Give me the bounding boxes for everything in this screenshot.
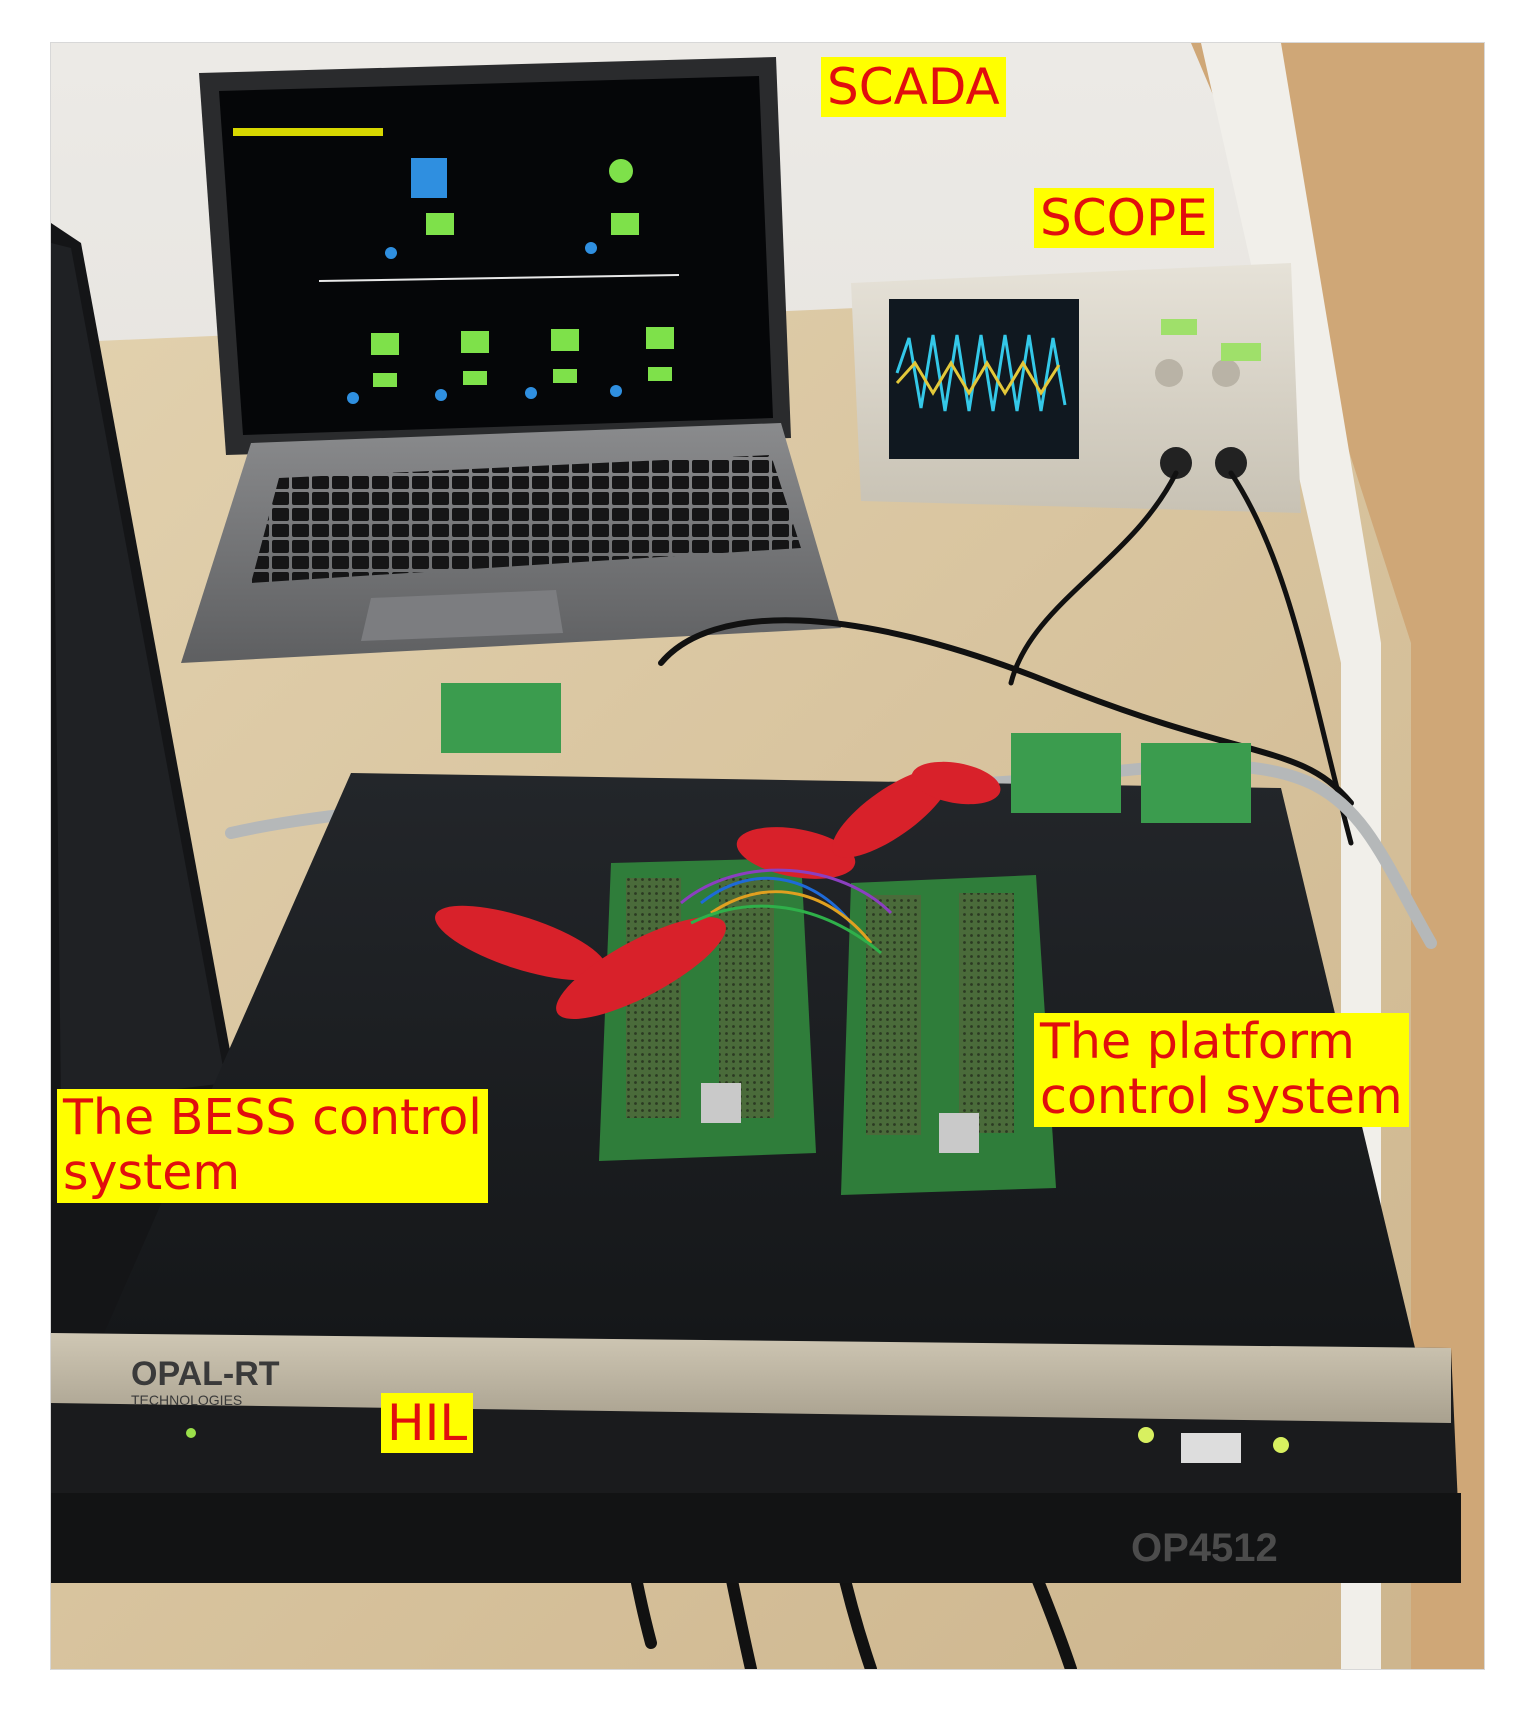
platform-control-system-label: The platform control system xyxy=(1034,1013,1409,1127)
scope-label: SCOPE xyxy=(1034,188,1214,248)
bess-control-system-label: The BESS control system xyxy=(57,1089,488,1203)
lab-setup-photo: SCADA SCOPE The platform control system … xyxy=(50,42,1485,1670)
hil-label: HIL xyxy=(381,1393,474,1453)
lab-scene-image xyxy=(51,43,1484,1669)
scada-label: SCADA xyxy=(821,57,1006,117)
